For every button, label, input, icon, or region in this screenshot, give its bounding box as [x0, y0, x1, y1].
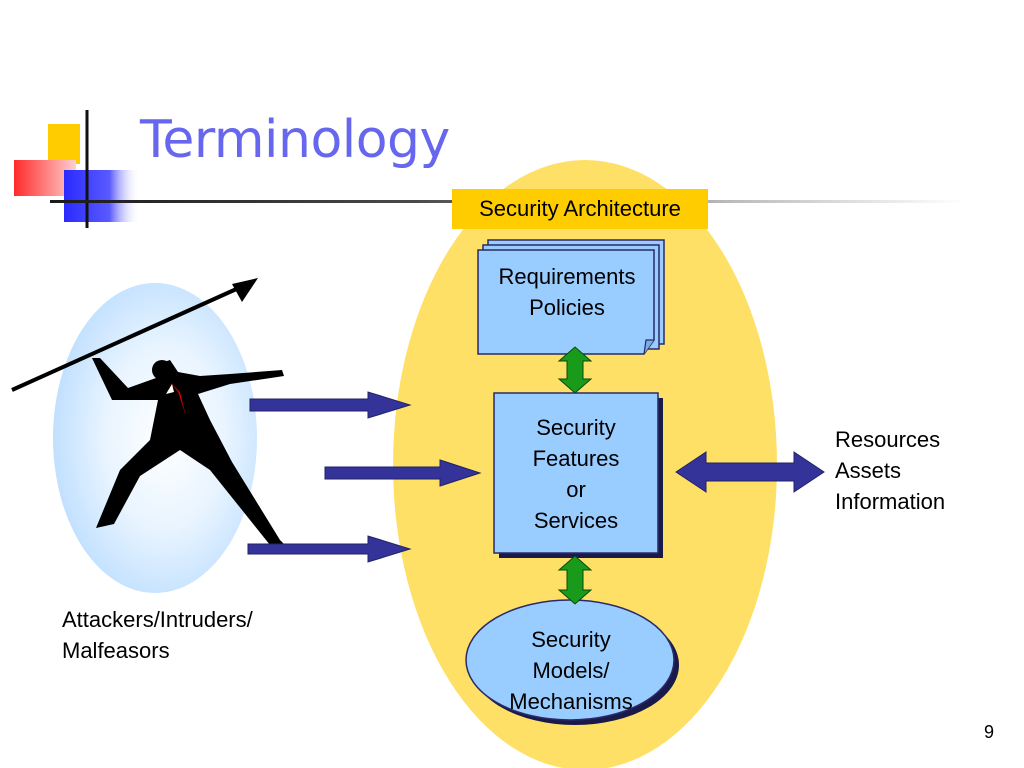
attack-arrow-3: [247, 535, 412, 563]
mechanisms-line-2: Models/: [532, 658, 610, 683]
attacker-icon: [11, 278, 292, 552]
security-architecture-badge: Security Architecture: [452, 189, 708, 229]
features-line-3: or: [566, 477, 586, 502]
blue-block: [64, 170, 140, 222]
features-box: [493, 392, 659, 554]
attackers-line-1: Attackers/Intruders/: [62, 607, 253, 632]
policies-line: Policies: [529, 295, 605, 320]
information-line: Information: [835, 489, 946, 514]
features-label: Security Features or Services: [494, 412, 658, 536]
mechanisms-label: Security Models/ Mechanisms: [471, 624, 671, 717]
attack-arrow-2: [324, 459, 482, 487]
resources-line: Resources: [835, 427, 941, 452]
mechanisms-line-1: Security: [531, 627, 611, 652]
connector-features-mechanisms: [557, 555, 593, 605]
attackers-line-2: Malfeasors: [62, 638, 170, 663]
page-title: Terminology: [140, 110, 450, 170]
connector-requirements-features: [557, 346, 593, 394]
title-decoration: [14, 110, 140, 228]
resources-label: Resources Assets Information: [835, 424, 985, 517]
features-line-4: Services: [533, 508, 619, 533]
features-line-2: Features: [532, 446, 620, 471]
mechanisms-line-3: Mechanisms: [509, 689, 633, 714]
page-number: 9: [983, 722, 994, 742]
requirements-box: [477, 239, 665, 355]
features-line-1: Security: [536, 415, 616, 440]
resources-double-arrow: [675, 451, 825, 493]
yellow-block: [48, 124, 80, 164]
assets-line: Assets: [835, 458, 902, 483]
requirements-line: Requirements: [498, 264, 636, 289]
requirements-label: Requirements Policies: [479, 261, 655, 323]
attack-arrow-1: [249, 391, 412, 419]
attackers-label: Attackers/Intruders/ Malfeasors: [62, 604, 322, 666]
